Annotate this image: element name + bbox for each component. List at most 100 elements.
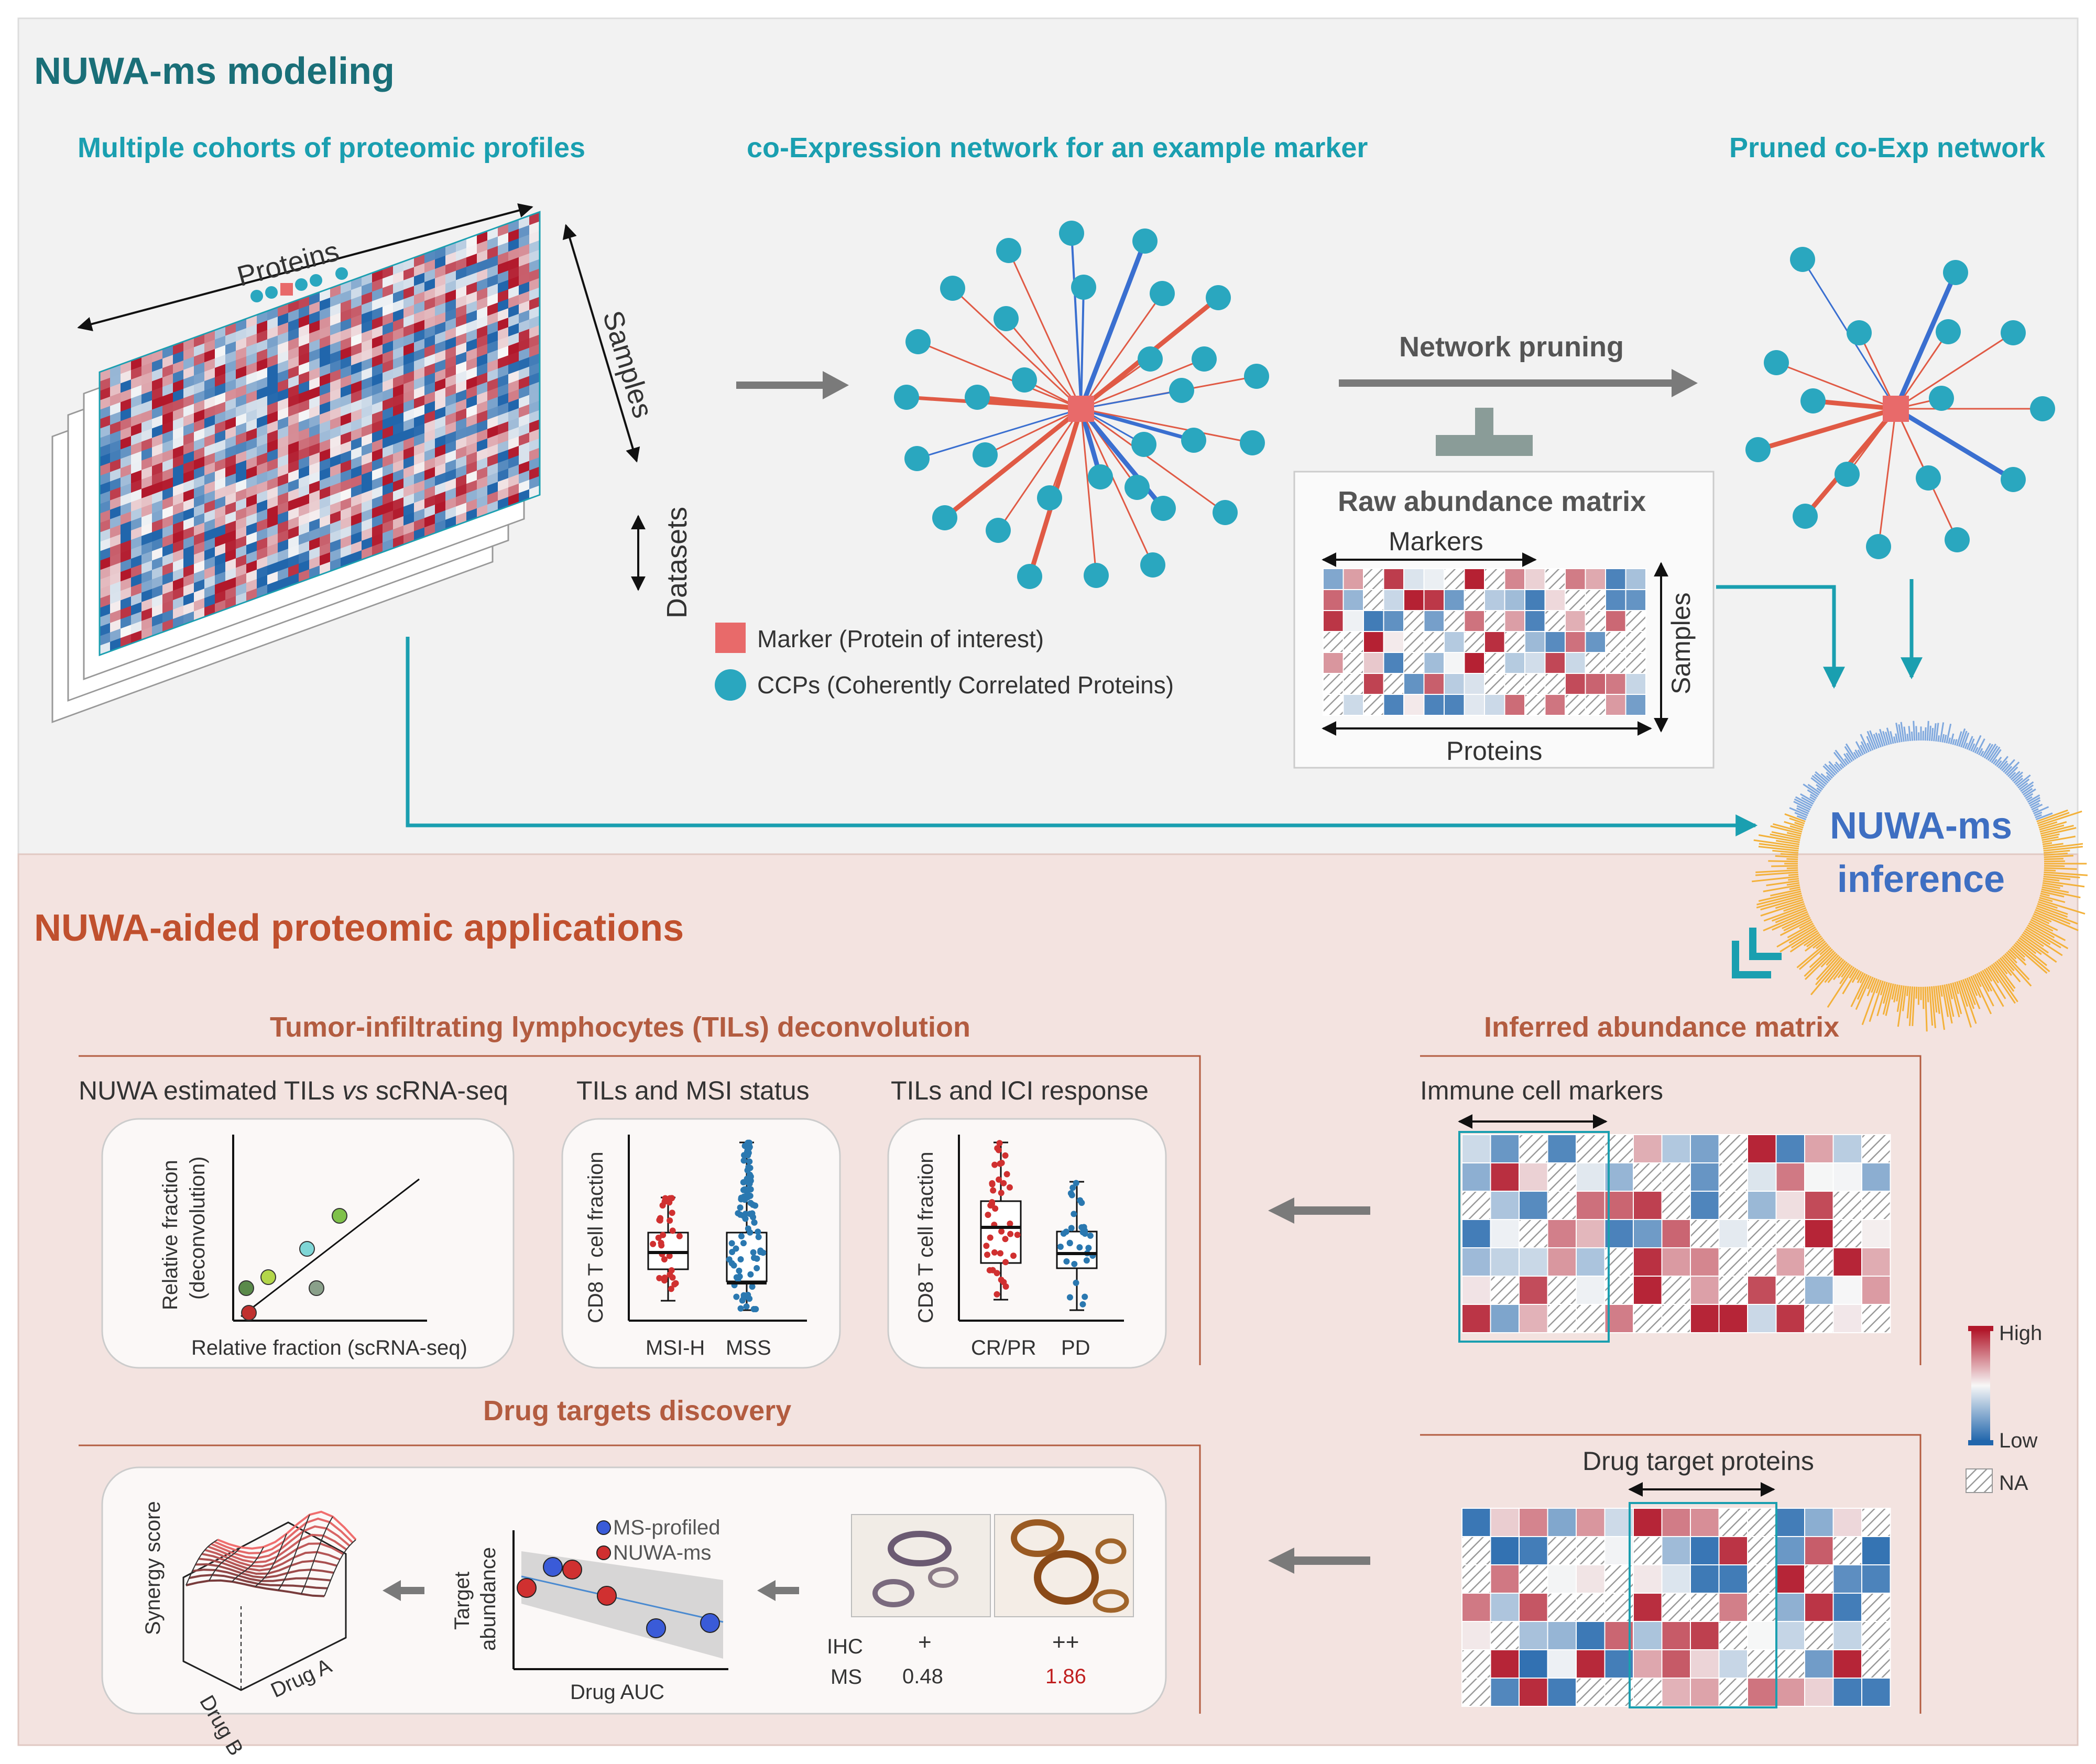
- ring-bar: [1906, 734, 1909, 742]
- ring-bar: [1846, 753, 1853, 763]
- heatmap-cell: [110, 600, 121, 614]
- network-edge: [1078, 240, 1148, 410]
- ring-bar: [2040, 890, 2065, 898]
- panel2-cat1: MSI-H: [646, 1336, 705, 1359]
- heatmap-cell: [215, 401, 226, 416]
- raw-matrix-cell: [1383, 589, 1404, 611]
- stack-marker-dots: [250, 267, 348, 302]
- heatmap-cell: [152, 415, 163, 429]
- ring-bar: [1815, 771, 1829, 783]
- raw-matrix-cell: [1524, 652, 1546, 674]
- ring-bar: [1966, 977, 1981, 1009]
- ring-bar: [1814, 774, 1827, 786]
- heatmap-cell: [131, 470, 142, 484]
- network-edge: [1080, 358, 1205, 410]
- ring-bar: [2043, 878, 2060, 881]
- heatmap-cell: [466, 461, 477, 475]
- ccp-node: [973, 442, 998, 467]
- heatmap-cell: [100, 377, 111, 391]
- heatmap-cell: [341, 365, 352, 379]
- inferred-matrix-cell: [1576, 1621, 1606, 1650]
- raw-matrix-cell: [1383, 610, 1404, 632]
- heatmap-cell: [183, 517, 194, 531]
- ring-bar: [1896, 985, 1903, 1012]
- raw-matrix-cell: [1625, 631, 1646, 653]
- heatmap-cell: [393, 516, 404, 530]
- heatmap-cell: [393, 355, 404, 369]
- heatmap-cell: [267, 486, 278, 500]
- heatmap-cell: [383, 473, 394, 486]
- heatmap-cell: [498, 402, 509, 416]
- raw-matrix-cell: [1504, 631, 1525, 653]
- raw-matrix-cell: [1544, 673, 1566, 695]
- heatmap-cell: [162, 458, 173, 472]
- box-point: [740, 1292, 747, 1299]
- heatmap-cell: [372, 505, 383, 519]
- network-edge: [1757, 406, 1897, 452]
- heatmap-cell: [278, 510, 289, 525]
- box-point: [667, 1217, 673, 1224]
- box-point: [738, 1233, 745, 1239]
- ring-bar: [1958, 981, 1969, 1007]
- heatmap-cell: [183, 479, 194, 493]
- heatmap-cell: [383, 331, 394, 345]
- heatmap-cell: [403, 474, 414, 488]
- raw-matrix-cell: [1605, 589, 1626, 611]
- heatmap-cell: [351, 408, 362, 422]
- inferred-matrix-drug: [1461, 1502, 1891, 1708]
- network-edge: [1080, 408, 1097, 576]
- heatmap-cell: [267, 364, 278, 378]
- inferred-matrix-cell: [1804, 1162, 1834, 1192]
- ring-bar: [1860, 745, 1866, 755]
- heatmap-cell: [341, 412, 352, 427]
- heatmap-cell: [173, 445, 184, 459]
- ring-bar: [1796, 815, 1807, 821]
- box-point: [736, 1267, 743, 1274]
- heatmap-cell: [477, 382, 488, 396]
- heatmap-cell: [100, 623, 111, 637]
- heatmap-cell: [309, 376, 320, 390]
- box-point: [998, 1228, 1005, 1235]
- raw-matrix-cell: [1342, 568, 1364, 590]
- heatmap-cell: [236, 356, 247, 370]
- ring-bar: [1786, 832, 1802, 837]
- heatmap-cell: [508, 342, 519, 356]
- ring-bar: [1798, 944, 1829, 970]
- inferred-matrix-cell: [1633, 1304, 1663, 1333]
- heatmap-cell: [362, 329, 373, 343]
- heatmap-cell: [162, 533, 173, 548]
- heatmap-cell: [383, 378, 394, 392]
- heatmap-cell: [351, 427, 362, 441]
- raw-matrix-cell: [1625, 589, 1646, 611]
- heatmap-cell: [362, 480, 373, 494]
- inferred-matrix-cell: [1461, 1134, 1491, 1163]
- ring-bar: [1941, 734, 1945, 743]
- connector-matrix-to-inference: [1716, 585, 1845, 689]
- inferred-matrix-cell: [1747, 1621, 1777, 1650]
- heatmap-cell: [131, 422, 142, 437]
- heatmap-cell: [204, 452, 215, 466]
- raw-matrix-cell: [1342, 610, 1364, 632]
- raw-matrix-cell: [1585, 631, 1606, 653]
- heatmap-cell: [278, 360, 289, 374]
- heatmap-cell: [141, 589, 152, 603]
- box-point: [987, 1234, 994, 1241]
- heatmap-cell: [435, 331, 446, 345]
- heatmap-cell: [236, 441, 247, 455]
- ring-bar: [2032, 914, 2050, 924]
- heatmap-cell: [466, 366, 477, 380]
- heatmap-cell: [236, 394, 247, 408]
- heatmap-cell: [320, 420, 331, 434]
- ring-bar: [1835, 749, 1848, 766]
- heatmap-cell: [225, 464, 236, 478]
- heatmap-cell: [100, 387, 111, 401]
- ring-bar: [1815, 940, 1826, 950]
- heatmap-cell: [519, 461, 530, 475]
- inferred-matrix-cell: [1861, 1593, 1891, 1622]
- heatmap-cell: [183, 432, 194, 446]
- heatmap-cell: [162, 383, 173, 397]
- heatmap-cell: [393, 459, 404, 473]
- stack-marker-square: [280, 283, 293, 296]
- target-ylabel-2: abundance: [477, 1547, 500, 1651]
- heatmap-cell: [100, 415, 111, 429]
